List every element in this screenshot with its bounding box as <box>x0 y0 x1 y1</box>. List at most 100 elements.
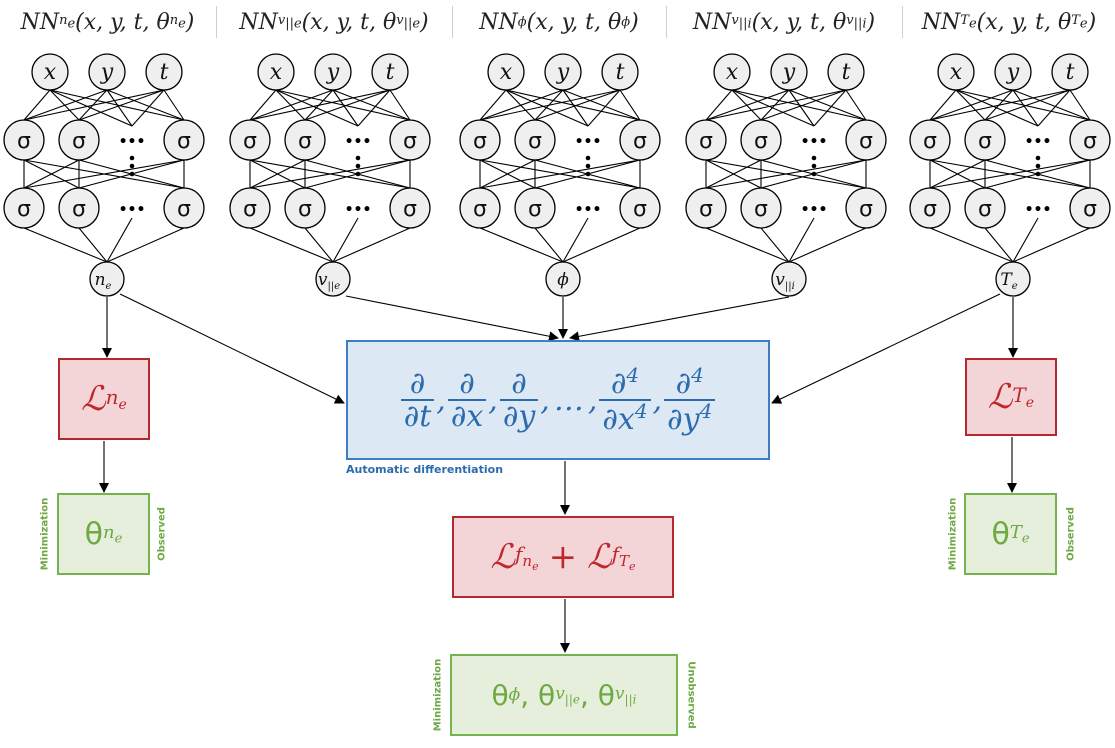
svg-text:σ: σ <box>243 129 257 154</box>
svg-text:σ: σ <box>699 197 713 222</box>
svg-text:σ: σ <box>403 197 417 222</box>
hidden-neuron: σ <box>58 187 100 229</box>
input-node-x: x <box>257 53 295 91</box>
svg-text:x: x <box>44 60 57 85</box>
input-node-t: t <box>827 53 865 91</box>
hidden-neuron: σ <box>909 119 951 161</box>
svg-text:x: x <box>726 60 739 85</box>
minimization-label: Minimization <box>39 497 51 571</box>
input-node-y: y <box>88 53 126 91</box>
svg-text:σ: σ <box>859 197 873 222</box>
svg-text:σ: σ <box>754 129 768 154</box>
svg-text:σ: σ <box>528 197 542 222</box>
input-node-y: y <box>994 53 1032 91</box>
svg-text:σ: σ <box>72 197 86 222</box>
hidden-neuron: σ <box>619 187 661 229</box>
ellipsis: ••• <box>345 134 372 150</box>
svg-text:ϕ: ϕ <box>557 270 569 290</box>
hidden-neuron: σ <box>514 119 556 161</box>
hidden-neuron: σ <box>389 119 431 161</box>
svg-text:σ: σ <box>403 129 417 154</box>
svg-text:t: t <box>616 60 625 85</box>
hidden-neuron: σ <box>229 119 271 161</box>
input-node-y: y <box>314 53 352 91</box>
svg-text:x: x <box>270 60 283 85</box>
hidden-neuron: σ <box>459 119 501 161</box>
input-node-y: y <box>544 53 582 91</box>
input-node-t: t <box>601 53 639 91</box>
svg-text:σ: σ <box>298 129 312 154</box>
ellipsis: ••• <box>801 134 828 150</box>
svg-text:σ: σ <box>978 197 992 222</box>
arrow-te-to-autodiff <box>771 293 1001 404</box>
svg-text:σ: σ <box>528 129 542 154</box>
svg-text:σ: σ <box>699 129 713 154</box>
minimization-label: Minimization <box>432 658 444 732</box>
output-node-vpi: v||i <box>771 261 807 297</box>
svg-text:σ: σ <box>754 197 768 222</box>
partial-y: ∂∂y <box>499 367 539 433</box>
output-node-vpe: v||e <box>315 261 351 297</box>
hidden-neuron: σ <box>964 119 1006 161</box>
autodiff-box: ∂∂t, ∂∂x, ∂∂y, …, ∂4∂x4, ∂4∂y4 <box>346 340 770 460</box>
partial-x: ∂∂x <box>447 367 487 433</box>
svg-text:σ: σ <box>17 197 31 222</box>
input-node-y: y <box>770 53 808 91</box>
input-node-x: x <box>31 53 69 91</box>
svg-text:σ: σ <box>633 197 647 222</box>
partial4-y: ∂4∂y4 <box>664 364 716 436</box>
svg-text:y: y <box>556 60 570 85</box>
hidden-neuron: σ <box>619 119 661 161</box>
arrow-vpe-to-autodiff <box>345 295 559 342</box>
svg-text:y: y <box>1006 60 1020 85</box>
input-node-t: t <box>145 53 183 91</box>
svg-text:t: t <box>386 60 395 85</box>
hidden-neuron: σ <box>685 187 727 229</box>
svg-text:x: x <box>950 60 963 85</box>
hidden-neuron: σ <box>1069 119 1111 161</box>
svg-text:σ: σ <box>243 197 257 222</box>
output-node-phi: ϕ <box>545 261 581 297</box>
hidden-neuron: σ <box>845 187 887 229</box>
svg-text:t: t <box>842 60 851 85</box>
header-separator <box>452 6 453 38</box>
hidden-neuron: σ <box>740 119 782 161</box>
ellipsis: ••• <box>1025 202 1052 218</box>
svg-text:σ: σ <box>72 129 86 154</box>
svg-text:σ: σ <box>859 129 873 154</box>
hidden-neuron: σ <box>284 187 326 229</box>
output-node-ne: ne <box>89 261 125 297</box>
header-separator <box>216 6 217 38</box>
input-node-t: t <box>371 53 409 91</box>
svg-text:σ: σ <box>473 197 487 222</box>
ellipsis: ••• <box>575 202 602 218</box>
ellipsis: ••• <box>119 134 146 150</box>
observed-label: Observed <box>156 507 168 561</box>
svg-text:y: y <box>100 60 114 85</box>
hidden-neuron: σ <box>909 187 951 229</box>
svg-text:σ: σ <box>633 129 647 154</box>
input-node-x: x <box>487 53 525 91</box>
hidden-neuron: σ <box>163 187 205 229</box>
hidden-neuron: σ <box>3 187 45 229</box>
hidden-neuron: σ <box>58 119 100 161</box>
svg-text:σ: σ <box>923 197 937 222</box>
svg-text:σ: σ <box>177 129 191 154</box>
input-node-x: x <box>713 53 751 91</box>
ellipsis: ••• <box>575 134 602 150</box>
hidden-neuron: σ <box>459 187 501 229</box>
svg-text:y: y <box>326 60 340 85</box>
hidden-neuron: σ <box>845 119 887 161</box>
svg-text:t: t <box>160 60 169 85</box>
svg-text:σ: σ <box>177 197 191 222</box>
